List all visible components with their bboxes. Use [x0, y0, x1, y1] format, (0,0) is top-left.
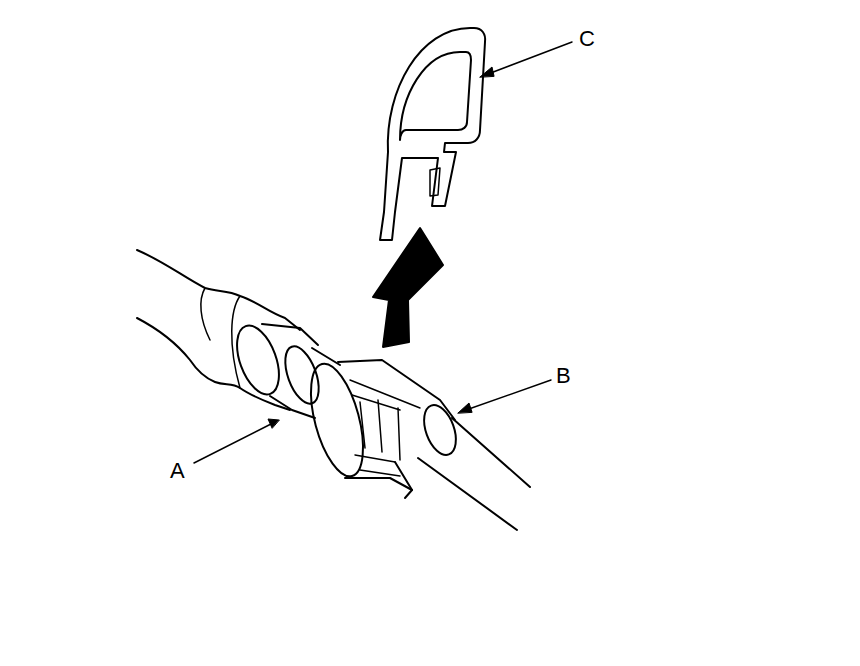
leader-line: [194, 424, 271, 463]
leader-line: [488, 42, 572, 74]
connector-ribs: [360, 400, 400, 460]
connector-body: [345, 478, 412, 490]
retainer-clip-window: [400, 52, 471, 140]
fitting-collar: [262, 324, 318, 345]
leader-arrowhead: [268, 419, 279, 428]
connector-ribs: [350, 380, 420, 476]
hose-outline: [137, 318, 290, 410]
connector-tab: [395, 462, 412, 498]
fitting-collar: [312, 348, 340, 365]
part-label: C: [579, 28, 595, 50]
retainer-clip: [380, 28, 485, 240]
fitting-collar: [229, 320, 287, 400]
hose-outline: [137, 250, 300, 330]
leader-arrowhead: [458, 403, 472, 413]
retainer-clip-tab: [430, 168, 440, 196]
hose-corrugation: [232, 296, 240, 388]
connector-body: [338, 360, 455, 420]
leader-arrowhead: [480, 67, 494, 77]
part-label: B: [556, 365, 571, 387]
connector-end: [418, 401, 462, 459]
part-label: A: [170, 460, 185, 482]
removal-arrow: [373, 228, 443, 347]
pipe-outline: [452, 418, 530, 487]
hose-corrugation: [201, 288, 210, 340]
fitting-collar: [270, 396, 315, 418]
pipe-outline: [418, 458, 517, 530]
leader-line: [466, 380, 551, 410]
